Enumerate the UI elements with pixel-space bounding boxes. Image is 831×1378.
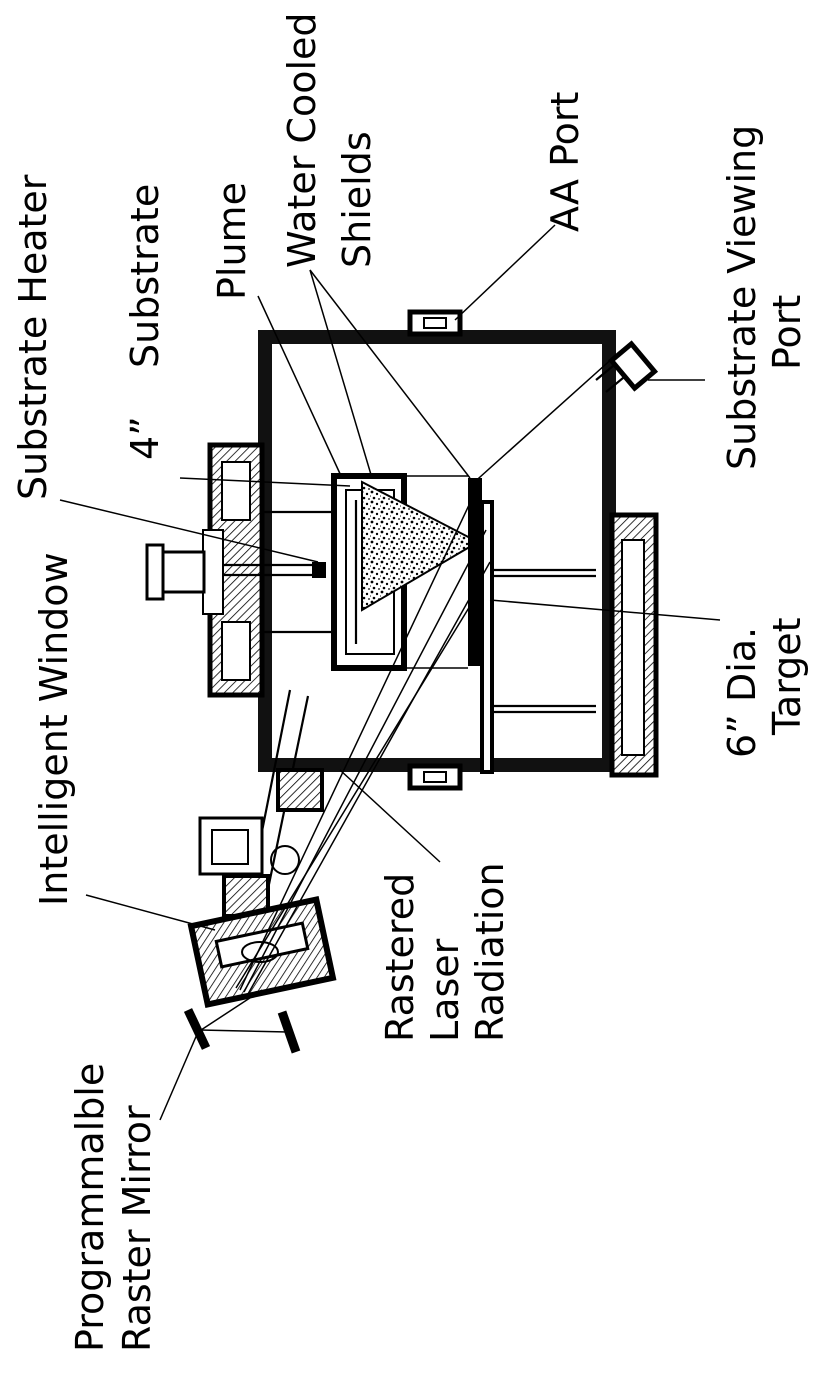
laser-beams (235, 355, 616, 995)
leader-lines (59, 224, 721, 931)
label-substrate-heater: Substrate Heater (11, 174, 55, 500)
label-raster-mirror: Raster Mirror (115, 1105, 159, 1352)
aa-port (407, 309, 463, 337)
bottom-flange (609, 512, 659, 778)
label-substrate: Substrate (123, 184, 167, 368)
substrate-viewing-port (595, 340, 659, 393)
target-stage (468, 478, 596, 774)
laser-window-tube (198, 689, 324, 919)
label-water-cooled: Water Cooled (280, 13, 324, 269)
label-substrate-viewing: Substrate Viewing (720, 125, 764, 470)
label-target: Target (765, 617, 809, 736)
label-intelligent-window: Intelligent Window (32, 552, 76, 906)
heater-flange (145, 442, 340, 698)
label-radiation: Radiation (468, 862, 512, 1042)
label-laser: Laser (423, 938, 467, 1042)
label-6-inch-dia: 6” Dia. (720, 627, 764, 758)
label-port: Port (765, 295, 809, 370)
intelligent-window (187, 896, 337, 1008)
raster-mirror (159, 989, 301, 1121)
label-plume: Plume (210, 182, 254, 300)
label-programmable: Programmalble (68, 1063, 112, 1352)
label-4-inch: 4” (123, 416, 167, 460)
label-rastered: Rastered (378, 873, 422, 1042)
label-aa-port: AA Port (543, 92, 587, 232)
bottom-port (407, 763, 463, 791)
label-shields: Shields (335, 131, 379, 268)
plume (361, 480, 481, 612)
